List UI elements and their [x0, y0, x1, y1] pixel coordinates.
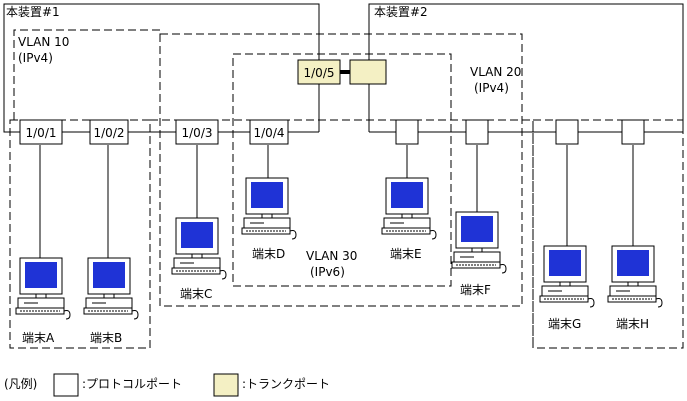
vlan10-lower-boundary [9, 119, 151, 349]
device2-label: 本装置#2 [374, 5, 428, 19]
device2-outline [368, 3, 684, 132]
vlan20-ip: (IPv4) [474, 81, 509, 95]
terminal-h-label: 端末H [616, 317, 649, 331]
port-1-0-5-trunk[interactable]: 1/0/5 [297, 59, 341, 85]
device2-port-h[interactable] [621, 119, 645, 145]
port-label: 1/0/4 [254, 126, 285, 140]
port-label: 1/0/3 [182, 126, 213, 140]
terminal-a-label: 端末A [22, 331, 55, 345]
device2-port-f[interactable] [465, 119, 489, 145]
terminal-c-computer-icon [171, 217, 227, 280]
vlan20-boundary [159, 33, 523, 307]
legend-trunk-port-label: :トランクポート [242, 377, 330, 391]
port-label: 1/0/5 [304, 66, 335, 80]
vlan30-boundary [232, 53, 452, 287]
vlan30-ip: (IPv6) [310, 265, 345, 279]
device2-port-e[interactable] [395, 119, 419, 145]
vlan10-name: VLAN 10 [18, 35, 69, 49]
device1-lower-line [3, 123, 20, 133]
terminal-c-label: 端末C [180, 287, 212, 301]
legend-protocol-port-label: :プロトコルポート [82, 377, 182, 391]
legend-trunk-port-swatch [213, 373, 239, 397]
port-label: 1/0/1 [26, 126, 57, 140]
port-1-0-4[interactable]: 1/0/4 [249, 119, 289, 145]
terminal-b-label: 端末B [90, 331, 122, 345]
vlan10-ip: (IPv4) [18, 51, 53, 65]
device1-outline [3, 3, 320, 132]
vlan20-ext-boundary [532, 119, 684, 349]
terminal-d-label: 端末D [252, 247, 285, 261]
port-label: 1/0/2 [94, 126, 125, 140]
port-1-0-3[interactable]: 1/0/3 [175, 119, 219, 145]
vlan20-name: VLAN 20 [470, 65, 521, 79]
terminal-e-computer-icon [381, 177, 437, 240]
terminal-g-label: 端末G [548, 317, 581, 331]
terminal-h-computer-icon [607, 245, 663, 308]
terminal-b-computer-icon [83, 257, 139, 320]
device2-trunk-port[interactable] [349, 59, 387, 85]
terminal-a-computer-icon [15, 257, 71, 320]
terminal-g-computer-icon [539, 245, 595, 308]
device2-port-g[interactable] [555, 119, 579, 145]
port-1-0-2[interactable]: 1/0/2 [89, 119, 129, 145]
terminal-f-label: 端末F [460, 283, 491, 297]
vlan10-boundary [13, 29, 160, 120]
vlan30-name: VLAN 30 [306, 249, 357, 263]
terminal-f-computer-icon [451, 211, 507, 274]
port-1-0-1[interactable]: 1/0/1 [19, 119, 63, 145]
device1-label: 本装置#1 [6, 5, 60, 19]
legend-title: (凡例) [4, 377, 37, 391]
terminal-d-computer-icon [241, 177, 297, 240]
terminal-e-label: 端末E [390, 247, 422, 261]
legend-protocol-port-swatch [53, 373, 79, 397]
